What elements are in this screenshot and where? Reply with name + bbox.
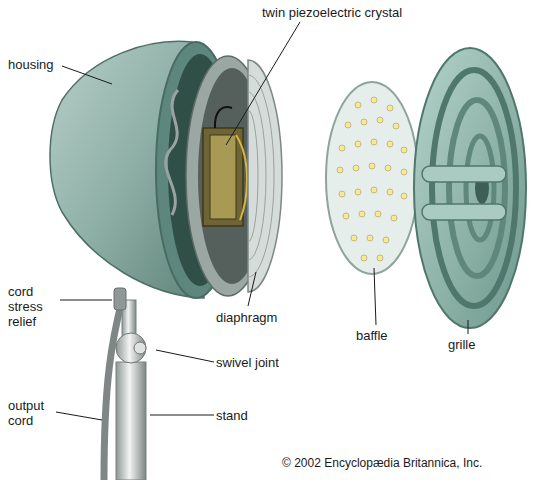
diaphragm-ring — [248, 92, 266, 260]
swivel-joint — [116, 333, 146, 363]
grille-bar — [422, 204, 506, 220]
stand — [116, 362, 146, 480]
diaphragm-ring — [248, 75, 274, 277]
part-label: cord stress relief — [8, 284, 60, 329]
diaphragm-ring — [248, 110, 258, 242]
grille-bar — [422, 166, 506, 182]
baffle-holes — [337, 97, 407, 261]
part-label: output cord — [8, 398, 60, 428]
diaphragm — [248, 60, 282, 292]
part-label: twin piezoelectric crystal — [262, 5, 402, 20]
grille-ring — [466, 136, 494, 240]
stress-relief — [114, 288, 126, 310]
crystal-lead — [215, 107, 232, 128]
copyright-note: © 2002 Encyclopædia Britannica, Inc. — [282, 456, 482, 471]
grille-ring — [449, 100, 505, 276]
part-label: swivel joint — [216, 355, 279, 370]
part-label: baffle — [356, 328, 388, 343]
part-label: housing — [8, 57, 54, 72]
part-label: diaphragm — [216, 310, 277, 325]
part-label: stand — [216, 408, 248, 423]
grille — [414, 48, 526, 328]
crystal-plate — [210, 135, 236, 219]
part-label: grille — [448, 337, 475, 352]
grille-ring — [432, 70, 516, 306]
piezoelectric-crystal — [203, 128, 243, 226]
inner-wire — [166, 90, 178, 215]
leader-lines — [56, 22, 468, 420]
baffle — [326, 82, 418, 274]
crystal-lead — [236, 135, 247, 220]
swivel-knob — [134, 342, 146, 354]
